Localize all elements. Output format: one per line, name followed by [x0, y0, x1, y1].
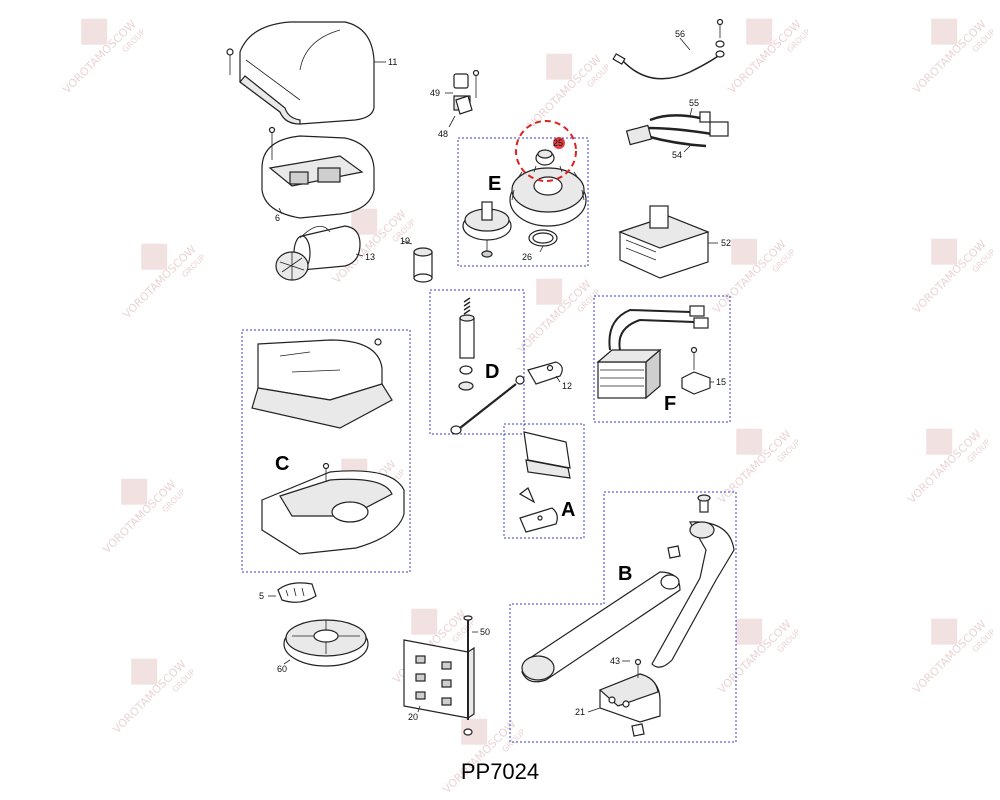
callout-11: 11: [388, 57, 397, 67]
part-56-cable: 56: [612, 18, 725, 80]
part-6-board-housing: 6: [261, 126, 375, 223]
part-52-module: 52: [618, 205, 731, 279]
callout-19: 19: [400, 236, 410, 246]
highlight-ring: [515, 120, 577, 182]
callout-26: 26: [522, 252, 532, 262]
part-54-55-harness: 55 54: [625, 98, 729, 160]
callout-43: 43: [610, 656, 620, 666]
part-11-cover: 11: [226, 21, 397, 125]
callout-49: 49: [430, 88, 440, 98]
group-d-shaft: D: [429, 289, 525, 435]
group-b-arm: B 43 21: [509, 491, 737, 743]
part-5-brush: 5: [259, 582, 317, 603]
group-e-gears: E 25 26: [457, 120, 589, 267]
callout-52: 52: [721, 238, 731, 248]
group-label-c: C: [275, 453, 289, 475]
group-label-d: D: [485, 361, 499, 383]
group-f-transformer: F 15: [593, 295, 731, 423]
group-label-b: B: [618, 563, 632, 585]
callout-55: 55: [689, 98, 699, 108]
callout-20: 20: [408, 712, 418, 722]
highlight-dot: [553, 137, 565, 149]
callout-48: 48: [438, 129, 448, 139]
callout-60: 60: [277, 664, 287, 674]
part-48-49-switch: 49 48: [430, 69, 480, 139]
part-13-motor: 13: [275, 225, 375, 281]
callout-15: 15: [716, 377, 726, 387]
group-label-f: F: [664, 393, 676, 415]
callout-12: 12: [562, 381, 572, 391]
callout-5: 5: [259, 591, 264, 601]
group-a-plates: A: [503, 423, 585, 539]
callout-56: 56: [675, 29, 685, 39]
group-label-a: A: [561, 499, 575, 521]
model-code: PP7024: [460, 759, 540, 784]
part-60-pulley: 60: [277, 619, 369, 674]
callout-25: 25: [553, 138, 563, 148]
group-c-housing: C: [241, 329, 411, 573]
callout-54: 54: [672, 150, 682, 160]
callout-6: 6: [275, 213, 280, 223]
group-label-e: E: [488, 173, 501, 195]
callout-50: 50: [480, 627, 490, 637]
part-20-50-plate: 50 20: [403, 615, 490, 736]
part-19-bushing: 19: [400, 236, 433, 283]
callout-21: 21: [575, 707, 585, 717]
callout-13: 13: [365, 252, 375, 262]
part-12-bracket: 12: [527, 361, 572, 391]
